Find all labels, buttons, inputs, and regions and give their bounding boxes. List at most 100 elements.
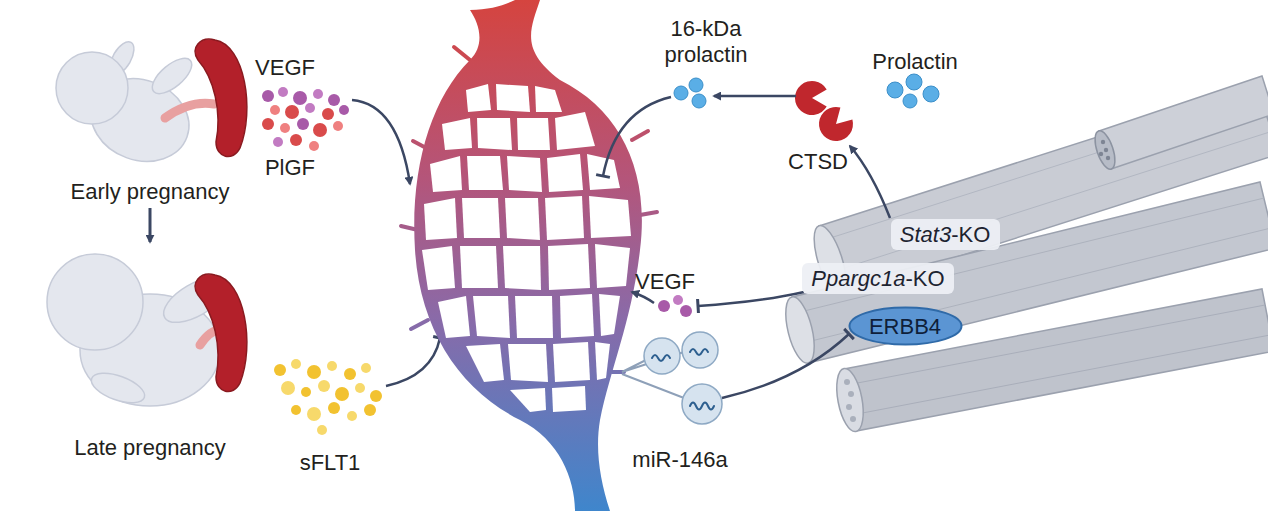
knockout-box: Ppargc1a-KO	[802, 263, 954, 294]
muscle-fibre	[1091, 128, 1119, 171]
vascular-network	[505, 198, 540, 240]
early-fetus	[147, 52, 198, 100]
vascular-network	[503, 246, 541, 290]
inhibition-line	[603, 97, 671, 176]
muscle-fibre	[1104, 148, 1108, 152]
prolactin-dots	[887, 74, 939, 108]
vascular-network	[442, 118, 472, 150]
vascular-network	[466, 84, 491, 112]
growth-factor-dots	[270, 105, 280, 115]
vascular-network	[401, 47, 657, 372]
vascular-network	[595, 244, 630, 288]
text-label: sFLT1	[300, 450, 361, 476]
growth-factor-dots	[293, 91, 307, 105]
activation-arrow	[850, 146, 890, 218]
sflt1-dots	[274, 359, 382, 435]
inhibition-line	[698, 292, 804, 306]
sflt1-dots	[274, 364, 286, 376]
sflt1-dots	[317, 425, 327, 435]
vascular-network	[496, 84, 530, 112]
text-label: Late pregnancy	[74, 435, 226, 461]
prolactin-dots	[887, 82, 903, 98]
growth-factor-dots	[313, 123, 327, 137]
vascular-network	[553, 342, 590, 382]
muscle-fibre	[847, 305, 1268, 415]
vascular-network	[515, 296, 553, 338]
vascular-network	[632, 131, 648, 140]
text-label: VEGF	[255, 55, 315, 81]
umbilical-cord	[165, 103, 214, 118]
muscle-fibre	[1101, 140, 1105, 144]
gene-name: Stat3	[900, 222, 951, 247]
mirna-vesicles	[652, 349, 714, 410]
growth-factor-dots	[339, 105, 349, 115]
muscle-fibre	[780, 294, 820, 366]
activation-arrow	[352, 100, 410, 184]
knockout-suffix: -KO	[951, 222, 990, 247]
node-label: Stat3-KO	[900, 222, 991, 247]
vascular-network	[430, 156, 462, 192]
sflt1-dots	[307, 407, 321, 421]
vascular-network	[552, 386, 586, 412]
vascular-network	[460, 246, 498, 288]
sflt1-dots	[361, 363, 371, 373]
time-arrow	[149, 208, 152, 242]
muscle-fibre	[844, 289, 1268, 431]
sflt1-dots	[347, 411, 357, 421]
muscle-fibre	[846, 404, 852, 410]
sflt1-dots	[355, 383, 365, 393]
growth-factor-dots	[262, 90, 274, 102]
vascular-network	[545, 196, 584, 240]
mirna-vesicles	[644, 338, 680, 374]
sflt1-dots	[281, 381, 295, 395]
knockout-suffix: -KO	[906, 266, 945, 291]
placenta	[195, 274, 247, 391]
early-fetus	[56, 52, 128, 124]
text-label: Prolactin	[872, 49, 958, 75]
late-fetus	[47, 254, 143, 350]
vegf-dots	[680, 305, 692, 317]
growth-factor-dots	[273, 137, 283, 147]
text-label: Early pregnancy	[71, 179, 230, 205]
prolactin-dots	[923, 86, 939, 102]
sflt1-dots	[291, 405, 301, 415]
vascular-network	[517, 118, 550, 150]
mirna-vesicles	[652, 355, 670, 361]
vascular-network	[454, 47, 470, 60]
muscle-fibre	[1091, 76, 1268, 172]
mirna-vesicles	[690, 349, 708, 355]
text-label: PlGF	[265, 155, 315, 181]
vascular-network	[462, 198, 500, 238]
vascular-network	[599, 294, 620, 336]
vascular-network	[535, 86, 562, 112]
vegf-dots	[673, 295, 683, 305]
sflt1-dots	[364, 404, 376, 416]
ctsd-protease	[795, 81, 827, 115]
muscle-fibres	[780, 76, 1268, 434]
muscle-fibre	[850, 416, 856, 422]
growth-factor-dots	[285, 105, 299, 119]
growth-factor-dots	[313, 89, 323, 99]
growth-factor-dots	[305, 103, 315, 113]
growth-factor-dots	[297, 118, 309, 130]
gene-name: Ppargc1a	[811, 266, 905, 291]
vascular-network	[422, 84, 631, 412]
sflt1-dots	[335, 387, 349, 401]
muscle-fibre	[844, 379, 850, 385]
muscle-fibre	[848, 391, 854, 397]
cleaved-prolactin-dots	[674, 78, 706, 108]
growth-factor-dots	[290, 134, 302, 146]
vascular-network	[589, 196, 631, 238]
vascular-network	[411, 320, 428, 329]
sflt1-dots	[301, 387, 311, 397]
text-label: miR-146a	[632, 447, 727, 473]
vascular-network	[438, 296, 470, 338]
text-label: VEGF	[635, 269, 695, 295]
sflt1-dots	[328, 402, 340, 414]
node-label: ERBB4	[869, 314, 941, 339]
cleavage-arrow	[714, 95, 796, 98]
mirna-vesicles	[682, 384, 722, 424]
vascular-network	[477, 118, 512, 150]
vascular-network	[473, 296, 510, 338]
